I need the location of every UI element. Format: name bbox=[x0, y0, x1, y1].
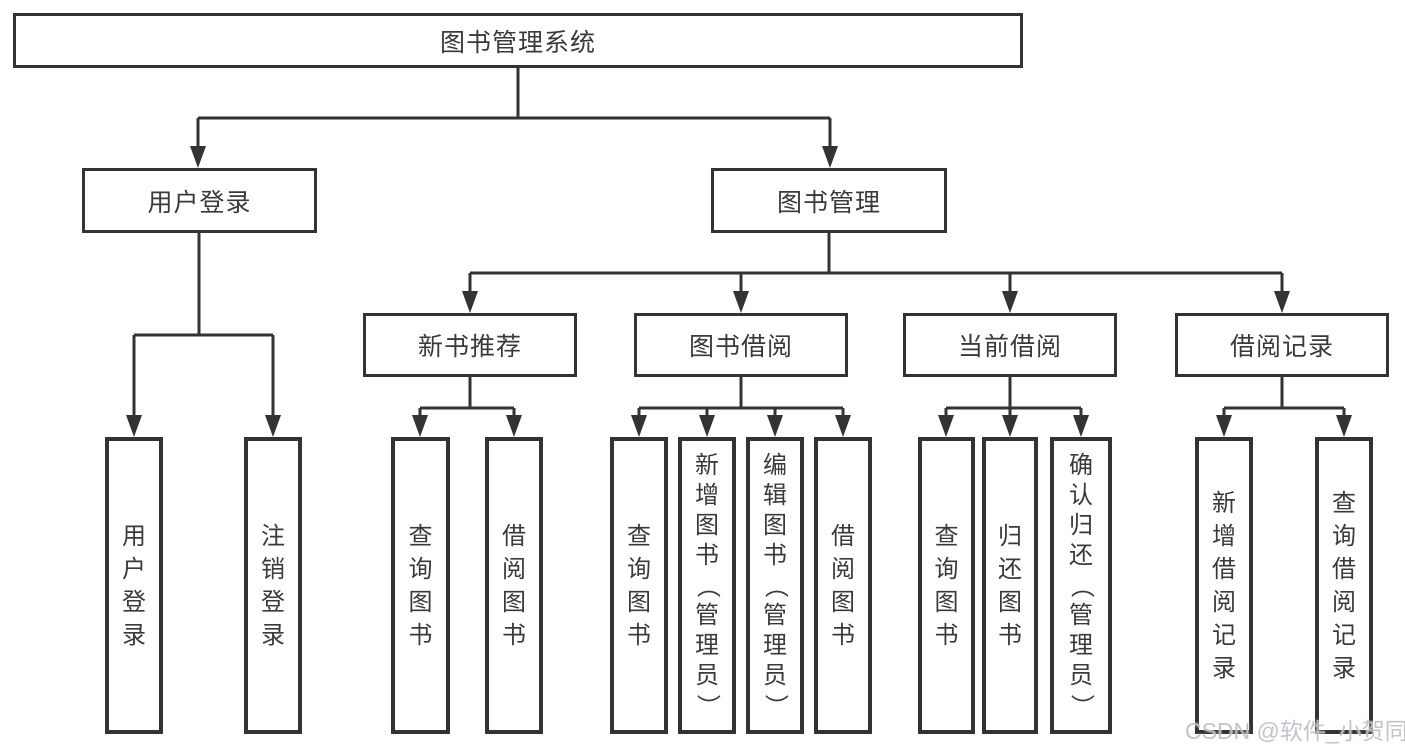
leaf-query-borrow-record: 查询借阅记录 bbox=[1315, 437, 1373, 734]
node-book-management: 图书管理 bbox=[711, 168, 947, 233]
connector-borrowing-records bbox=[1222, 377, 1346, 416]
leaf-query-books-recommend: 查询图书 bbox=[391, 437, 450, 734]
leaf-add-borrow-record: 新增借阅记录 bbox=[1195, 437, 1253, 734]
csdn-watermark: CSDN @软件_小贺同学 bbox=[1185, 718, 1405, 744]
node-library-system: 图书管理系统 bbox=[13, 13, 1023, 68]
connector-user-login bbox=[132, 233, 275, 416]
leaf-logout: 注销登录 bbox=[244, 437, 302, 734]
node-user-login: 用户登录 bbox=[82, 168, 317, 233]
connector-current-borrowing bbox=[944, 377, 1083, 416]
node-book-borrowing: 图书借阅 bbox=[634, 313, 848, 377]
leaf-edit-book-admin: 编辑图书（管理员） bbox=[746, 437, 804, 734]
connector-book-management bbox=[468, 233, 1284, 293]
connector-new-book-recommend bbox=[418, 377, 516, 416]
leaf-borrow-books-recommend: 借阅图书 bbox=[485, 437, 543, 734]
leaf-borrow-books-borrowing: 借阅图书 bbox=[814, 437, 872, 734]
leaf-add-book-admin: 新增图书（管理员） bbox=[678, 437, 736, 734]
node-borrowing-records: 借阅记录 bbox=[1175, 313, 1389, 377]
leaf-query-books-current: 查询图书 bbox=[918, 437, 975, 734]
node-current-borrowing: 当前借阅 bbox=[903, 313, 1117, 377]
leaf-confirm-return-admin: 确认归还（管理员） bbox=[1050, 437, 1112, 734]
leaf-query-books-borrowing: 查询图书 bbox=[610, 437, 668, 734]
leaf-user-login: 用户登录 bbox=[105, 437, 163, 734]
arrowheads bbox=[126, 146, 1352, 437]
connector-book-borrowing bbox=[637, 377, 845, 416]
leaf-return-books: 归还图书 bbox=[982, 437, 1038, 734]
connector-root bbox=[196, 68, 832, 150]
node-new-book-recommend: 新书推荐 bbox=[363, 313, 577, 377]
